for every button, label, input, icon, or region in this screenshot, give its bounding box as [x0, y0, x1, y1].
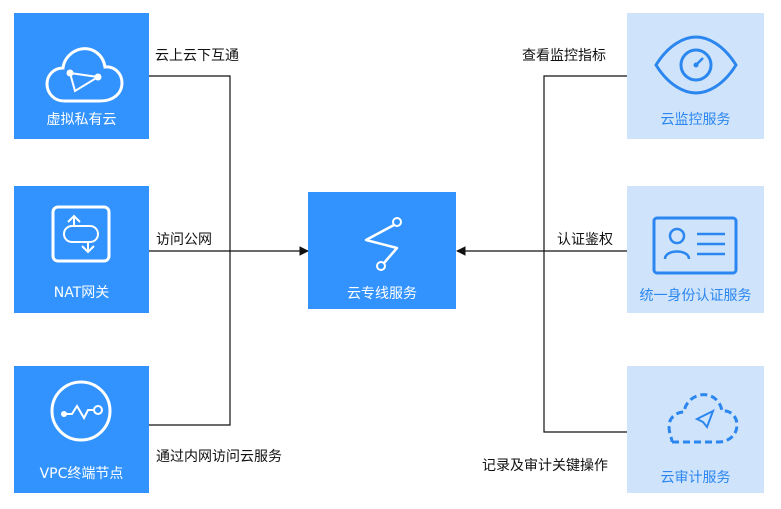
- id-card-icon: [652, 216, 738, 275]
- iam-node: 统一身份认证服务: [627, 186, 764, 313]
- nat-gateway-label: NAT网关: [53, 285, 110, 301]
- direct-connect-node: 云专线服务: [308, 192, 456, 309]
- iam-label: 统一身份认证服务: [639, 288, 752, 304]
- nat-gateway-node: NAT网关: [14, 186, 149, 313]
- edge-cloud-interconnect: [149, 75, 231, 251]
- cloud-trace-icon: [667, 393, 739, 444]
- edge-audit-log: [543, 251, 627, 433]
- endpoint-node-icon: [50, 380, 112, 442]
- edge-label-authentication: 认证鉴权: [557, 232, 613, 248]
- vpc-cloud-label: 虚拟私有云: [46, 112, 117, 128]
- direct-connect-label: 云专线服务: [347, 286, 417, 302]
- direct-connect-icon: [364, 217, 402, 271]
- vpc-endpoint-label: VPC终端节点: [39, 466, 124, 482]
- nat-gateway-icon: [51, 205, 111, 263]
- cloud-route-icon: [45, 47, 124, 103]
- edge-label-internet-access: 访问公网: [156, 232, 212, 248]
- edge-label-intranet-access: 通过内网访问云服务: [156, 449, 282, 465]
- edge-label-audit-log: 记录及审计关键操作: [482, 458, 608, 474]
- cloud-trace-node: 云审计服务: [627, 366, 764, 493]
- edge-view-metrics: [543, 75, 627, 251]
- edge-label-cloud-interconnect: 云上云下互通: [155, 48, 239, 64]
- edge-label-view-metrics: 查看监控指标: [522, 48, 606, 64]
- edge-intranet-access: [149, 251, 231, 426]
- vpc-cloud-node: 虚拟私有云: [14, 13, 149, 139]
- cloud-monitor-label: 云监控服务: [660, 112, 731, 128]
- cloud-trace-label: 云审计服务: [660, 470, 731, 486]
- eye-gauge-icon: [654, 35, 738, 95]
- vpc-endpoint-node: VPC终端节点: [14, 366, 149, 493]
- cloud-monitor-node: 云监控服务: [627, 13, 764, 139]
